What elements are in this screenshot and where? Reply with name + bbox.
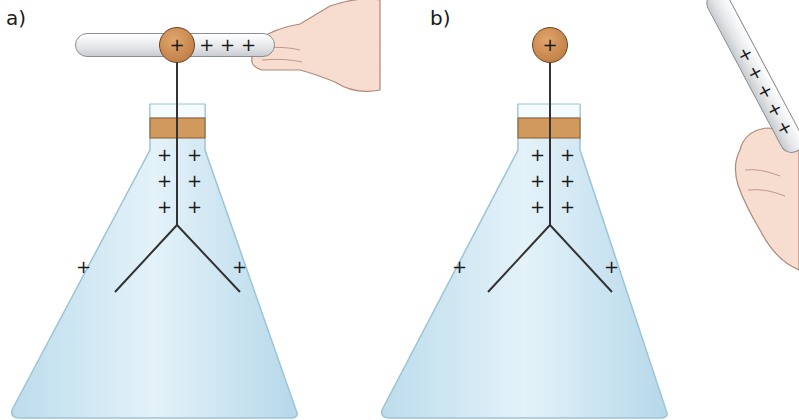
flask (12, 105, 297, 418)
charge-sign: + (452, 258, 467, 276)
charge-sign: + + + + + (734, 44, 796, 139)
charge-sign: + (187, 198, 202, 216)
leaves (488, 225, 612, 292)
electroscope-ball: + (532, 27, 568, 63)
charge-sign: + (530, 146, 545, 164)
charge-sign: + (169, 36, 184, 54)
charge-sign: + (157, 146, 172, 164)
flask (382, 105, 667, 418)
charge-sign: + (157, 198, 172, 216)
charge-sign: + (187, 172, 202, 190)
charge-sign: + (187, 146, 202, 164)
charge-sign: + (157, 172, 172, 190)
charge-sign: + (560, 198, 575, 216)
charge-sign: + (530, 172, 545, 190)
charge-sign: + (232, 258, 247, 276)
charge-sign: + (542, 36, 557, 54)
electroscope-ball: + (159, 27, 195, 63)
metal-stem (176, 60, 178, 225)
charge-sign: + (604, 258, 619, 276)
panel-label: a) (6, 8, 26, 28)
charge-sign: + (76, 258, 91, 276)
panel-label: b) (430, 8, 451, 28)
metal-stem (549, 60, 551, 225)
finger-lines (745, 170, 785, 196)
charge-sign: + (560, 146, 575, 164)
leaves (115, 225, 240, 292)
charge-sign: + (530, 198, 545, 216)
charge-sign: + (560, 172, 575, 190)
